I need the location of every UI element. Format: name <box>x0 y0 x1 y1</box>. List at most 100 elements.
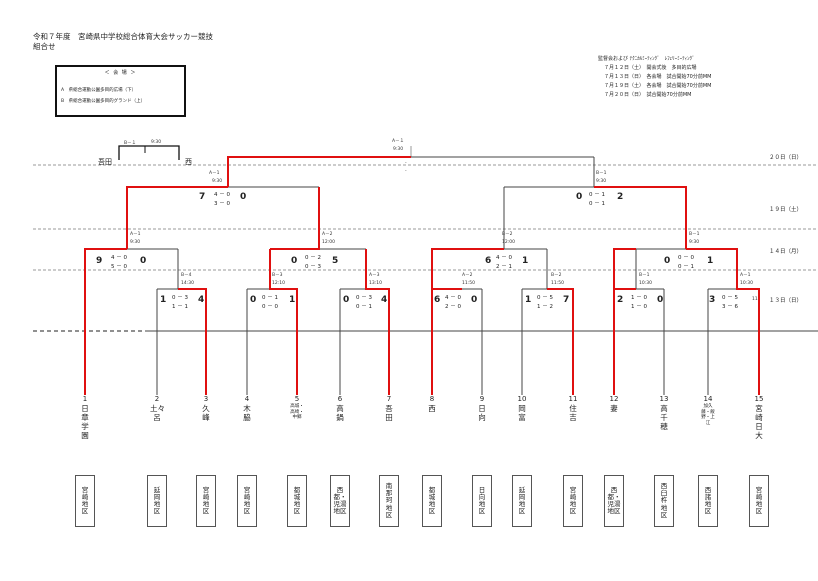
r1-6-label: B－1 <box>639 273 650 278</box>
qf3-half1: 4 － 0 <box>496 255 512 261</box>
qf1-total-left: 9 <box>96 256 103 266</box>
qf3-half2: 2 － 1 <box>496 264 512 270</box>
team-11-number: 11 <box>568 395 578 403</box>
r1-2-time: 12:10 <box>272 281 285 286</box>
third-place-label: B－１ <box>124 141 137 146</box>
r1-5-half2: 1 － 2 <box>537 304 553 310</box>
team-13-name: 高千穂 <box>660 404 668 431</box>
r1-3-half2: 0 － 1 <box>356 304 372 310</box>
team-3-name: 久峰 <box>202 404 210 422</box>
third-place-right-team: 西 <box>185 158 192 166</box>
schedule-line-1: ７月１２日（土） 開会式後 多目的広場 <box>604 65 697 71</box>
r1-1-time: 14:30 <box>181 281 194 286</box>
r1-3-time: 13:10 <box>369 281 382 286</box>
team-1-number: 1 <box>82 395 88 403</box>
venue-legend-title: ＜ 会 場 ＞ <box>104 70 137 76</box>
schedule-heading: 監督会および ﾃｸﾆｶﾙﾐｰﾃｨﾝｸﾞ ﾚﾌｪﾘｰﾐｰﾃｨﾝｸﾞ <box>598 56 695 62</box>
team-13-number: 13 <box>659 395 669 403</box>
semi2-half1: 0 － 1 <box>589 192 605 198</box>
page-title: 令和７年度 宮崎県中学校総合体育大会サッカー競技 <box>33 32 213 41</box>
qf4-half1: 0 － 0 <box>678 255 694 261</box>
r1-3-half1: 0 － 3 <box>356 295 372 301</box>
r1-5-label: B－2 <box>551 273 562 278</box>
qf3-label: B－2 <box>502 232 513 237</box>
schedule-line-4: ７月２０日（日） 試合開始70分前MM <box>604 92 692 98</box>
schedule-line-3: ７月１９日（土） 各会場 試合開始70分前MM <box>604 83 712 89</box>
semi2-half2: 0 － 1 <box>589 201 605 207</box>
team-5-region: 都城地区 <box>287 475 307 527</box>
qf3-time: 12:00 <box>502 240 515 245</box>
team-14-name: 加久藤・飯野・上江 <box>701 404 715 426</box>
semi2-total-left: 0 <box>576 192 583 202</box>
team-15-region: 宮崎地区 <box>749 475 769 527</box>
team-8-name: 西 <box>428 404 436 413</box>
r1-7-label: A－1 <box>740 273 751 278</box>
third-place-time: 9:30 <box>151 140 162 145</box>
team-3-region: 宮崎地区 <box>196 475 216 527</box>
qf2-half2: 0 － 3 <box>305 264 321 270</box>
r1-4-total-right: 0 <box>471 295 478 305</box>
semi2-time: 9:30 <box>596 179 607 184</box>
r1-team3-red <box>178 288 207 395</box>
team-1-name: 日章学園 <box>81 404 89 440</box>
qf1-label: A－1 <box>130 232 141 237</box>
team-10-number: 10 <box>517 395 527 403</box>
team-2-name: 土々呂 <box>150 404 165 422</box>
semi1-left-red <box>126 186 228 249</box>
qf3-right-red <box>547 288 574 395</box>
r1-4-time: 11:50 <box>462 281 475 286</box>
third-place-left-team: 吾田 <box>98 158 112 166</box>
r1-3-total-left: 0 <box>343 295 350 305</box>
r1-5-total-right: 7 <box>563 295 570 305</box>
qf2-time: 12:00 <box>322 240 335 245</box>
r1-1-half2: 1 － 1 <box>172 304 188 310</box>
r1-4-label: A－2 <box>462 273 473 278</box>
team-12-name: 妻 <box>610 404 618 413</box>
team-6-region: 西都・児湯地区 <box>330 475 350 527</box>
qf1-time: 9:30 <box>130 240 141 245</box>
qf3-left-red <box>431 248 504 395</box>
qf4-time: 9:30 <box>689 240 700 245</box>
r1-1-label: B－4 <box>181 273 192 278</box>
qf2-label: A－2 <box>322 232 333 237</box>
team-2-region: 延岡地区 <box>147 475 167 527</box>
semi1-total-right: 0 <box>240 192 247 202</box>
r1-7-time: 10:30 <box>740 281 753 286</box>
qf4-label: B－1 <box>689 232 700 237</box>
team-15-name: 宮崎日大 <box>755 404 763 440</box>
final-left-red <box>227 156 411 187</box>
r1-4-total-left: 6 <box>434 295 441 305</box>
team-15-number: 15 <box>754 395 764 403</box>
r1-7-total-right: 11 <box>752 297 758 302</box>
r1-2-label: B－3 <box>272 273 283 278</box>
team-14-region: 西諸地区 <box>698 475 718 527</box>
team-9-region: 日向地区 <box>472 475 492 527</box>
team-8-region: 都城地区 <box>422 475 442 527</box>
semi1-time: 9:30 <box>212 179 223 184</box>
r1-2-half1: 0 － 1 <box>262 295 278 301</box>
r1-3-label: A－3 <box>369 273 380 278</box>
venue-a: A 県総合運動公園多目的広場（下） <box>61 88 137 93</box>
semi1-right-red <box>270 187 320 250</box>
date-label-semi: １９日（土） <box>769 207 803 213</box>
qf2-total-left: 0 <box>291 256 298 266</box>
qf2-total-right: 5 <box>332 256 339 266</box>
semi1-total-left: 7 <box>199 192 206 202</box>
final-dash-1: - <box>405 161 407 166</box>
venue-b: B 県総合運動公園多目的グランド（上） <box>61 99 146 104</box>
team-8-number: 8 <box>429 395 435 403</box>
r1-3-total-right: 4 <box>381 295 388 305</box>
r1-7-half1: 0 － 5 <box>722 295 738 301</box>
r1-2-total-left: 0 <box>250 295 257 305</box>
r1-2-half2: 0 － 0 <box>262 304 278 310</box>
team-12-number: 12 <box>609 395 619 403</box>
qf4-right-red <box>686 248 760 395</box>
team-7-region: 南那珂地区 <box>379 475 399 527</box>
page-subtitle: 組合せ <box>33 42 56 51</box>
r1-5-time: 11:50 <box>551 281 564 286</box>
r1-1-total-left: 1 <box>160 295 167 305</box>
team-13-region: 西臼杵地区 <box>654 475 674 527</box>
team-6-name: 高鍋 <box>336 404 344 422</box>
r1-1-total-right: 4 <box>198 295 205 305</box>
